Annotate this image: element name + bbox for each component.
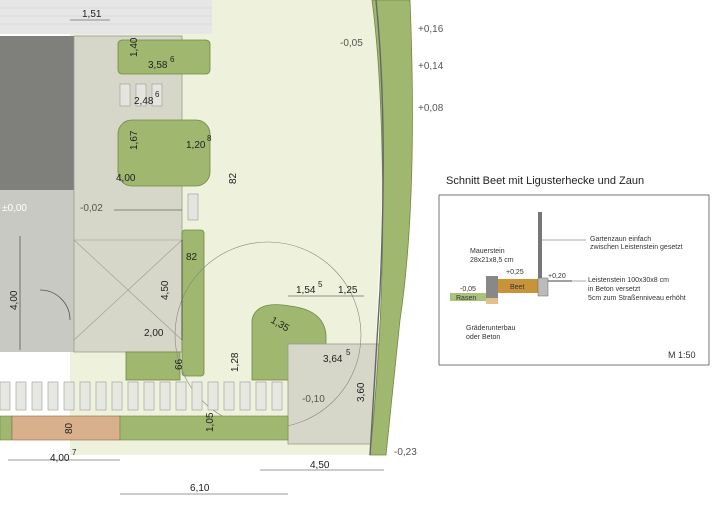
section-level-025: +0,25	[506, 269, 524, 276]
dim-patio-3-64: 3,64	[323, 354, 343, 365]
terrace	[73, 35, 183, 353]
section-label-zaun-2: zwischen Leistenstein gesetzt	[590, 244, 683, 251]
dim-bed-1-25: 1,25	[338, 285, 358, 296]
neighbor-building	[0, 0, 212, 34]
dim-bed-1-54: 1,54	[296, 285, 316, 296]
bottom-stones	[0, 381, 283, 411]
dim-bed-1-67: 1,67	[129, 130, 140, 150]
section-level-005: -0,05	[460, 286, 476, 293]
bed-middle	[117, 119, 211, 187]
bottom-bed-left	[0, 415, 13, 441]
dim-terrace-2-00: 2,00	[144, 328, 164, 339]
level-016: +0,16	[418, 24, 444, 35]
bed-round	[251, 304, 327, 381]
dim-bed-1-20-sup: 8	[207, 134, 212, 143]
dim-bed-1-20: 1,20	[186, 140, 206, 151]
dim-bottom-6-10: 6,10	[190, 483, 210, 494]
section-label-rasen: Rasen	[456, 295, 476, 302]
dim-bed-3-58-sup: 6	[170, 55, 175, 64]
level-corner: -0,23	[394, 447, 417, 458]
bed-small	[125, 351, 181, 381]
bed-top	[117, 39, 211, 75]
section-box	[438, 194, 710, 366]
door-swing	[39, 289, 71, 321]
dim-bottom-4-50: 4,50	[310, 460, 330, 471]
section-label-leiste-2: in Beton versetzt	[588, 286, 640, 293]
stepping-stones	[119, 83, 199, 221]
dim-bed-82: 82	[186, 252, 198, 263]
dim-bed-1-40: 1,40	[129, 37, 140, 57]
section-bed	[498, 279, 538, 293]
section-fence-post	[538, 212, 542, 278]
level-house: ±0,00	[2, 203, 27, 214]
dim-patio-3-60: 3,60	[356, 382, 367, 402]
dim-house-4-00: 4,00	[9, 290, 20, 310]
level-patio: -0,10	[302, 394, 325, 405]
section-title: Schnitt Beet mit Ligusterhecke und Zaun	[446, 175, 645, 187]
section-base	[486, 298, 498, 304]
section-label-mauerstein-size: 28x21x8,5 cm	[470, 257, 514, 264]
dim-terrace-4-50: 4,50	[160, 280, 171, 300]
dim-step-2-48-sup: 6	[155, 90, 160, 99]
dim-strip-1-05: 1,05	[205, 412, 216, 432]
section-wall-stone	[486, 276, 498, 298]
hedge-right	[369, 0, 413, 456]
fence-line	[369, 0, 384, 456]
dim-patio-3-64-sup: 5	[346, 348, 351, 357]
dim-terrace-4-00: 4,00	[116, 173, 136, 184]
section-label-leiste-1: Leistenstein 100x30x8 cm	[588, 277, 669, 284]
section-label-mauerstein: Mauerstein	[470, 248, 505, 255]
section-level-020: +0,20	[548, 273, 566, 280]
house-floor	[0, 190, 74, 352]
dim-strip-80: 80	[64, 422, 75, 434]
section-curb	[537, 277, 549, 297]
bottom-brick-strip	[11, 415, 121, 441]
level-terrace: -0,02	[80, 203, 103, 214]
dim-bottom-4-00: 4,00	[50, 453, 70, 464]
patio	[287, 343, 385, 445]
section-label-leiste-3: 5cm zum Straßenniveau erhöht	[588, 295, 686, 302]
dimension-lines	[8, 19, 384, 495]
section-lawn	[450, 293, 486, 301]
level-lawn: -0,05	[340, 38, 363, 49]
dim-step-2-48: 2,48	[134, 96, 154, 107]
dim-bottom-4-00-sup: 7	[72, 448, 77, 457]
dim-bed-66: 66	[174, 358, 185, 370]
section-label-zaun-1: Gartenzaun einfach	[590, 236, 651, 243]
dim-bed-1-54-sup: 5	[318, 280, 323, 289]
bottom-bed	[119, 415, 289, 441]
section-label-beet: Beet	[510, 284, 524, 291]
level-008: +0,08	[418, 103, 444, 114]
dim-bed-3-58: 3,58	[148, 60, 168, 71]
dim-bed-1-28: 1,28	[230, 352, 241, 372]
brick-hatch	[0, 7, 212, 25]
section-scale: M 1:50	[668, 350, 696, 360]
dim-gap-82: 82	[228, 172, 239, 184]
section-label-unterbau-2: oder Beton	[466, 334, 500, 341]
section-label-unterbau-1: Gräderunterbau	[466, 325, 516, 332]
dim-top-width: 1,51	[82, 9, 102, 20]
level-014: +0,14	[418, 61, 444, 72]
